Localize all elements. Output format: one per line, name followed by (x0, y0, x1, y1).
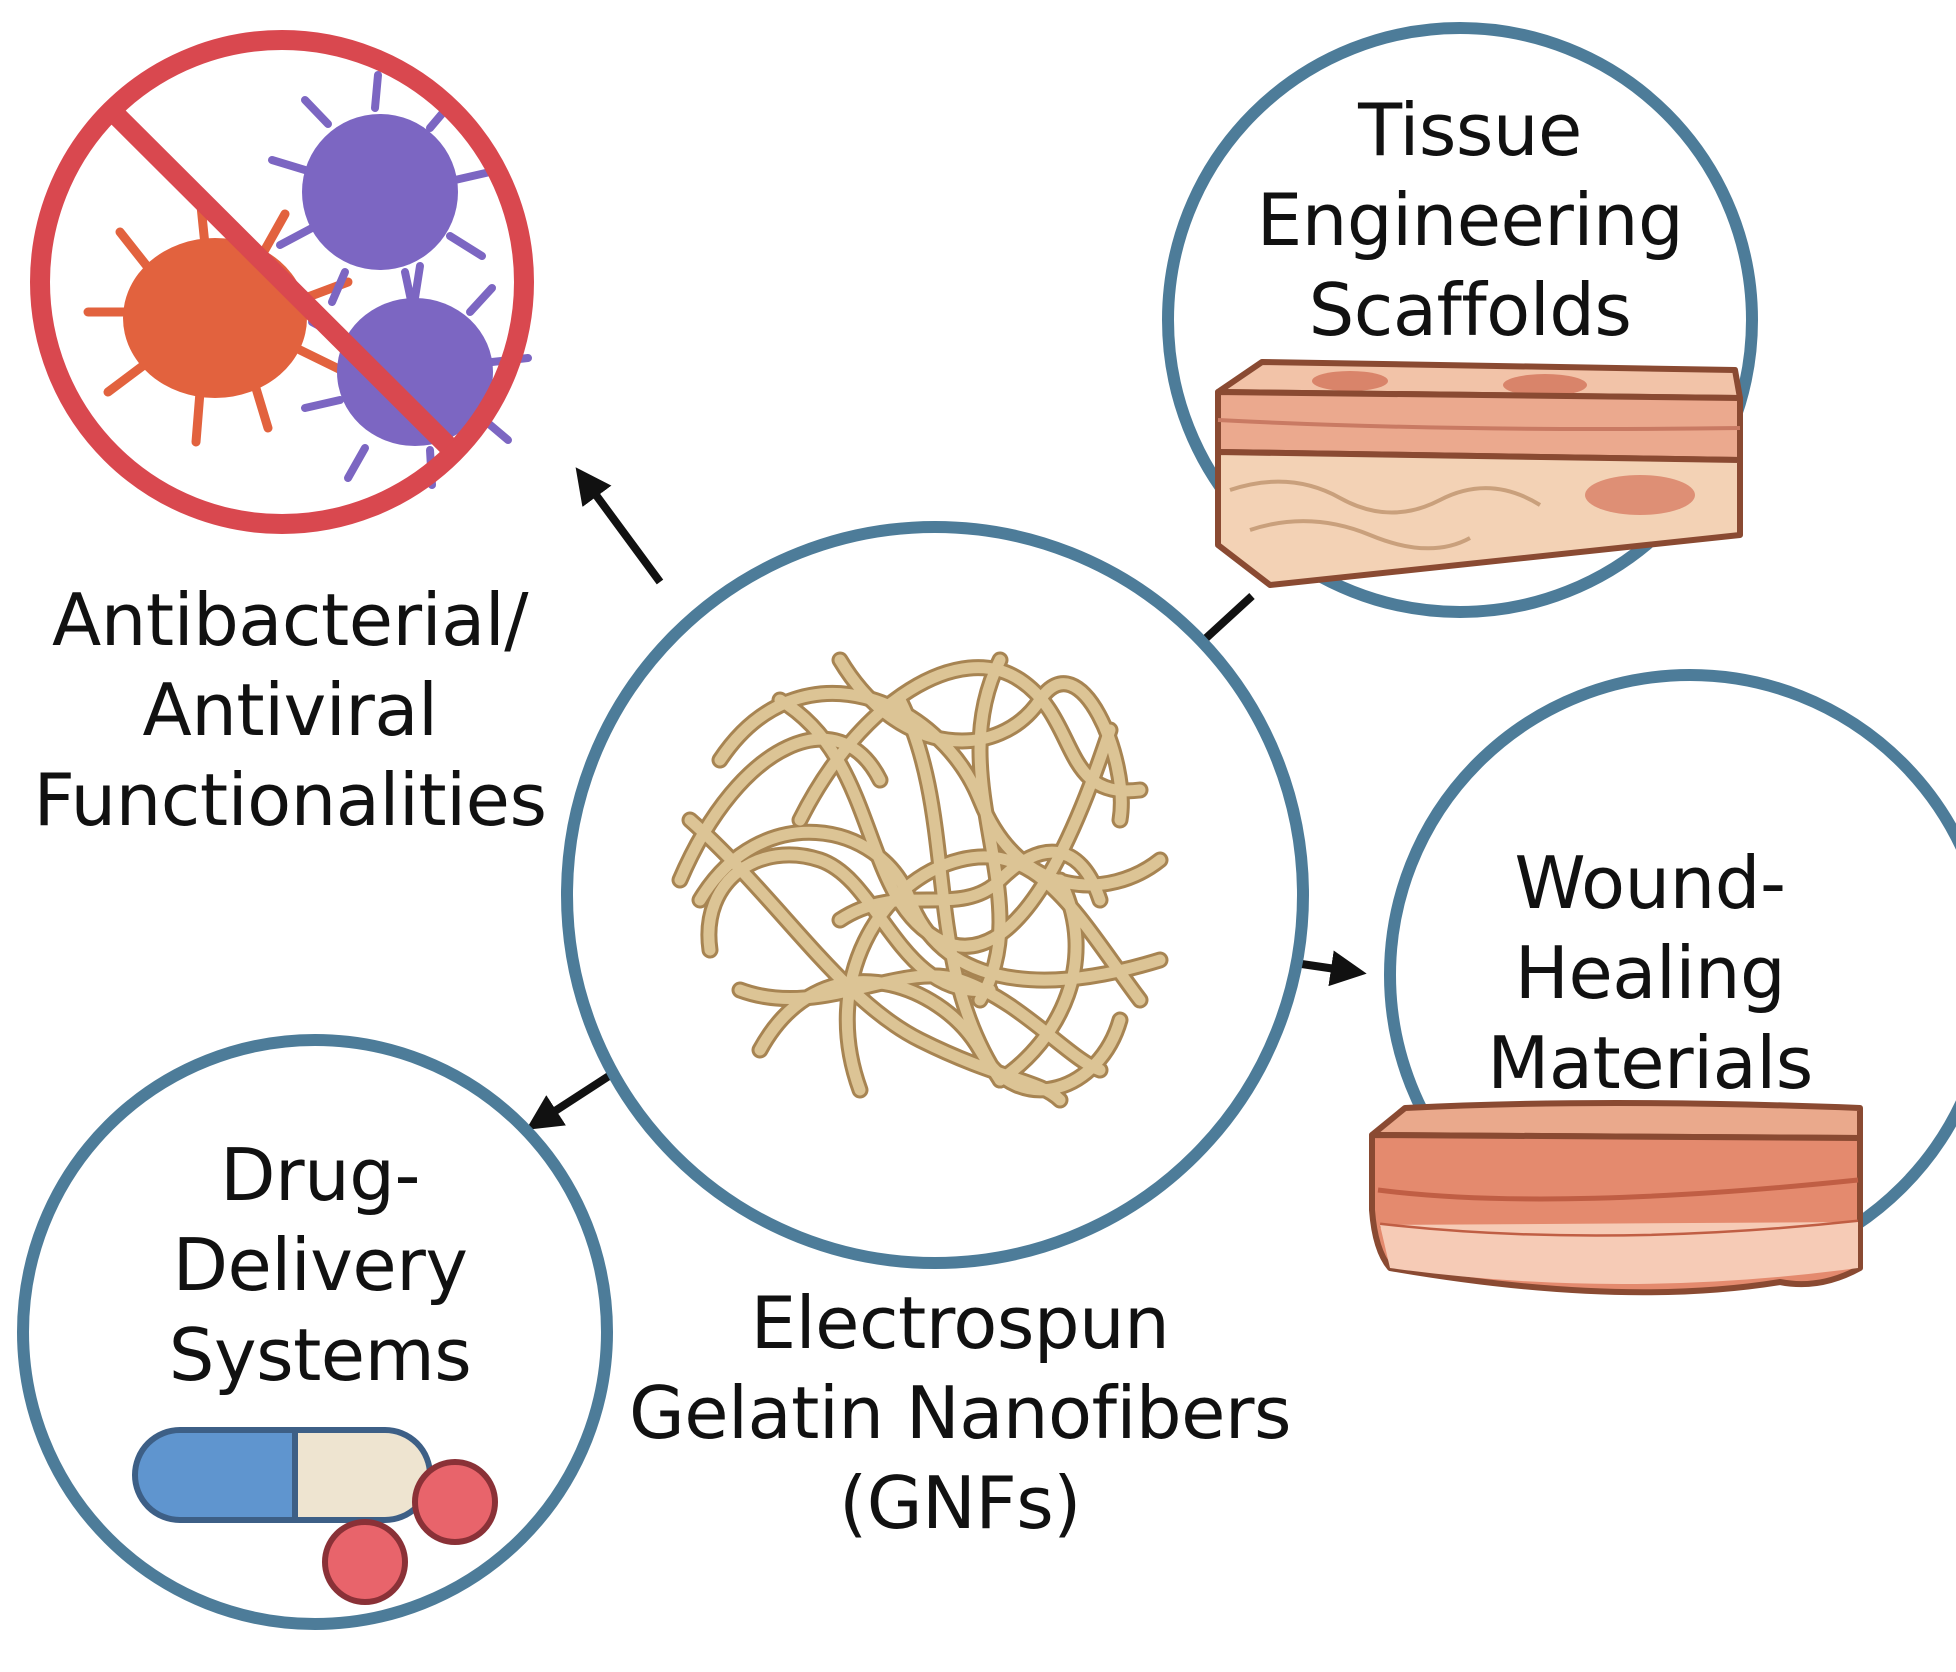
wound-label-line: Materials (1487, 1021, 1813, 1105)
bacteria-icon (83, 191, 353, 447)
tissue-label-line: Engineering (1256, 178, 1684, 262)
tissue-slab-icon (1369, 1100, 1863, 1296)
tissue-label: Tissue Engineering Scaffolds (1200, 85, 1740, 355)
drug-label-line: Delivery (172, 1223, 468, 1307)
tissue-label-line: Tissue (1358, 88, 1582, 172)
nanofiber-mesh-icon (671, 651, 1169, 1109)
antibacterial-label: Antibacterial/ Antiviral Functionalities (20, 575, 560, 845)
center-label: Electrospun Gelatin Nanofibers (GNFs) (610, 1278, 1310, 1548)
drug-label: Drug- Delivery Systems (60, 1130, 580, 1400)
antibacterial-label-line: Antiviral (142, 668, 438, 752)
drug-label-line: Drug- (220, 1133, 420, 1217)
center-label-line: (GNFs) (839, 1461, 1081, 1545)
drug-label-line: Systems (168, 1313, 472, 1397)
scaffold-block-icon (1215, 359, 1743, 588)
center-label-line: Electrospun (750, 1281, 1170, 1365)
wound-label-line: Healing (1514, 931, 1786, 1015)
no-bacteria-virus-icon (30, 30, 534, 534)
capsule-pill-icon (132, 1427, 498, 1605)
arrow-to-drug (525, 1070, 615, 1130)
wound-label: Wound- Healing Materials (1380, 838, 1920, 1108)
antibacterial-label-line: Functionalities (33, 758, 547, 842)
wound-label-line: Wound- (1514, 841, 1786, 925)
arrow-to-antibacterial (575, 467, 664, 585)
antibacterial-label-line: Antibacterial/ (51, 578, 529, 662)
tissue-label-line: Scaffolds (1308, 268, 1632, 352)
center-label-line: Gelatin Nanofibers (628, 1371, 1292, 1455)
connector-to-tissue (1201, 593, 1255, 643)
